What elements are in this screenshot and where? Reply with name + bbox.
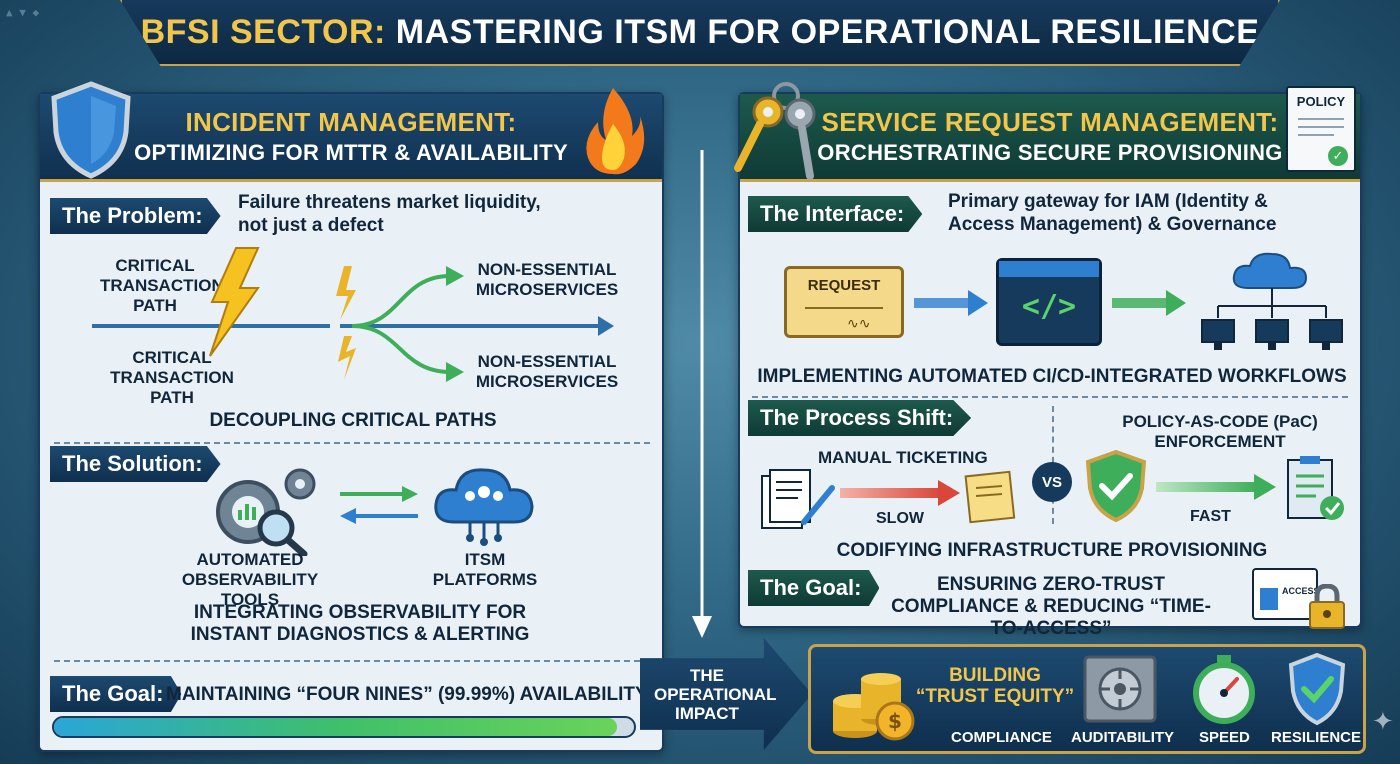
critical-path-bottom-label: CRITICAL TRANSACTION PATH xyxy=(110,348,234,407)
cloud-deploy-icon xyxy=(1201,252,1343,350)
vs-badge: VS xyxy=(1032,462,1072,502)
right-goal-text: ENSURING ZERO-TRUST COMPLIANCE & REDUCIN… xyxy=(891,574,1211,639)
itsm-cloud-icon xyxy=(434,468,534,546)
request-ticket-icon: REQUEST ∿∿ xyxy=(784,266,904,338)
auditability-label: AUDITABILITY xyxy=(1071,729,1175,746)
keys-icon xyxy=(734,82,816,180)
service-request-title: SERVICE REQUEST MANAGEMENT: xyxy=(821,107,1279,137)
fast-label: FAST xyxy=(1190,508,1231,525)
trust-equity-box: $ BUILDING “TRUST EQUITY” COMPLIANCE AUD… xyxy=(808,644,1366,754)
flow-down-arrow xyxy=(692,150,712,638)
decoupling-diagram xyxy=(92,247,614,382)
solution-tag: The Solution: xyxy=(50,446,221,482)
title-rest: MASTERING ITSM FOR OPERATIONAL RESILIENC… xyxy=(385,12,1260,51)
fire-icon xyxy=(586,88,645,175)
availability-bar xyxy=(52,716,636,738)
page-title: BFSI SECTOR: MASTERING ITSM FOR OPERATIO… xyxy=(141,13,1260,52)
title-highlight: BFSI SECTOR: xyxy=(140,12,386,51)
break-spark-icon xyxy=(336,266,356,320)
incident-management-title: INCIDENT MANAGEMENT: xyxy=(185,107,517,137)
problem-text: Failure threatens market liquidity, not … xyxy=(238,192,541,236)
slow-arrow xyxy=(840,480,960,506)
integrating-caption: INTEGRATING OBSERVABILITY FOR INSTANT DI… xyxy=(190,602,530,645)
magnifier-icon xyxy=(257,509,295,547)
branch-bottom-line xyxy=(351,324,451,374)
workflow-arrow-2 xyxy=(1112,290,1186,316)
implementing-caption: IMPLEMENTING AUTOMATED CI/CD-INTEGRATED … xyxy=(757,366,1347,387)
resilience-shield-icon xyxy=(1288,653,1346,726)
pac-label: POLICY-AS-CODE (PaC) ENFORCEMENT xyxy=(1122,412,1318,451)
documents-icon xyxy=(761,469,835,529)
goal-text: MAINTAINING “FOUR NINES” (99.99%) AVAILA… xyxy=(166,684,648,705)
goal-tag: The Goal: xyxy=(50,676,182,712)
operational-impact-arrow: THE OPERATIONAL IMPACT xyxy=(640,638,812,750)
interface-text: Primary gateway for IAM (Identity & Acce… xyxy=(948,191,1277,235)
sparkle-icon: ✦ xyxy=(1372,706,1394,736)
workflow-arrow-1 xyxy=(914,290,988,316)
building-trust-equity: BUILDING “TRUST EQUITY” xyxy=(915,665,1075,707)
non-essential-bottom-label: NON-ESSENTIAL MICROSERVICES xyxy=(475,352,619,391)
itsm-platforms-label: ITSM PLATFORMS xyxy=(432,550,538,589)
bg-ticker-text: ▲ ▼ ◆ xyxy=(6,6,40,19)
fast-arrow xyxy=(1156,474,1276,500)
observability-tools-label: AUTOMATED OBSERVABILITY TOOLS xyxy=(181,550,319,609)
divider xyxy=(752,396,1348,398)
access-label: ACCESS xyxy=(1282,586,1320,596)
speed-label: SPEED xyxy=(1199,729,1250,746)
codifying-caption: CODIFYING INFRASTRUCTURE PROVISIONING xyxy=(836,540,1268,561)
main-path-arrowhead xyxy=(598,316,614,336)
code-window-icon: </> xyxy=(996,258,1102,346)
lightning-bolt-icon xyxy=(209,247,260,357)
policy-document-icon: POLICY ✓ xyxy=(1286,86,1356,172)
break-spark-icon xyxy=(338,336,356,380)
sync-arrows-icon xyxy=(340,486,418,524)
stopwatch-icon xyxy=(1193,655,1255,724)
sticky-note-icon xyxy=(964,470,1016,524)
branch-bottom-arrowhead xyxy=(446,362,464,382)
divider xyxy=(54,442,650,444)
incident-management-header: INCIDENT MANAGEMENT: OPTIMIZING FOR MTTR… xyxy=(40,94,662,182)
branch-top-arrowhead xyxy=(446,266,464,286)
policy-label: POLICY xyxy=(1296,94,1346,109)
code-symbol-icon: </> xyxy=(1021,289,1077,324)
vault-icon xyxy=(1083,655,1157,723)
shield-icon xyxy=(51,81,131,179)
padlock-icon xyxy=(1309,584,1345,629)
svg-text:$: $ xyxy=(888,709,902,733)
decoupling-caption: DECOUPLING CRITICAL PATHS xyxy=(209,410,497,431)
compliance-label: COMPLIANCE xyxy=(951,729,1052,746)
incident-management-panel: INCIDENT MANAGEMENT: OPTIMIZING FOR MTTR… xyxy=(38,92,664,752)
non-essential-top-label: NON-ESSENTIAL MICROSERVICES xyxy=(475,260,619,299)
service-request-panel: SERVICE REQUEST MANAGEMENT: ORCHESTRATIN… xyxy=(738,92,1362,639)
resilience-label: RESILIENCE xyxy=(1271,729,1362,746)
request-label: REQUEST xyxy=(807,277,881,294)
service-request-header: SERVICE REQUEST MANAGEMENT: ORCHESTRATIN… xyxy=(740,94,1360,182)
title-banner: BFSI SECTOR: MASTERING ITSM FOR OPERATIO… xyxy=(120,0,1280,66)
service-request-subtitle: ORCHESTRATING SECURE PROVISIONING xyxy=(817,140,1283,165)
incident-management-subtitle: OPTIMIZING FOR MTTR & AVAILABILITY xyxy=(134,140,568,165)
checklist-icon xyxy=(1287,456,1344,520)
right-goal-tag: The Goal: xyxy=(748,570,880,606)
availability-bar-fill xyxy=(54,718,617,736)
interface-tag: The Interface: xyxy=(748,196,923,232)
divider xyxy=(54,660,650,662)
shield-check-icon xyxy=(1085,450,1147,522)
observability-tools-icon xyxy=(216,468,316,556)
check-icon: ✓ xyxy=(1328,146,1348,166)
critical-path-top-label: CRITICAL TRANSACTION PATH xyxy=(100,256,224,315)
manual-ticketing-label: MANUAL TICKETING xyxy=(818,448,988,467)
slow-label: SLOW xyxy=(876,510,924,527)
branch-top-line xyxy=(351,274,451,328)
operational-impact-label: THE OPERATIONAL IMPACT xyxy=(654,665,777,723)
problem-tag: The Problem: xyxy=(50,198,221,234)
coins-icon: $ xyxy=(833,673,915,741)
process-shift-tag: The Process Shift: xyxy=(748,400,972,436)
